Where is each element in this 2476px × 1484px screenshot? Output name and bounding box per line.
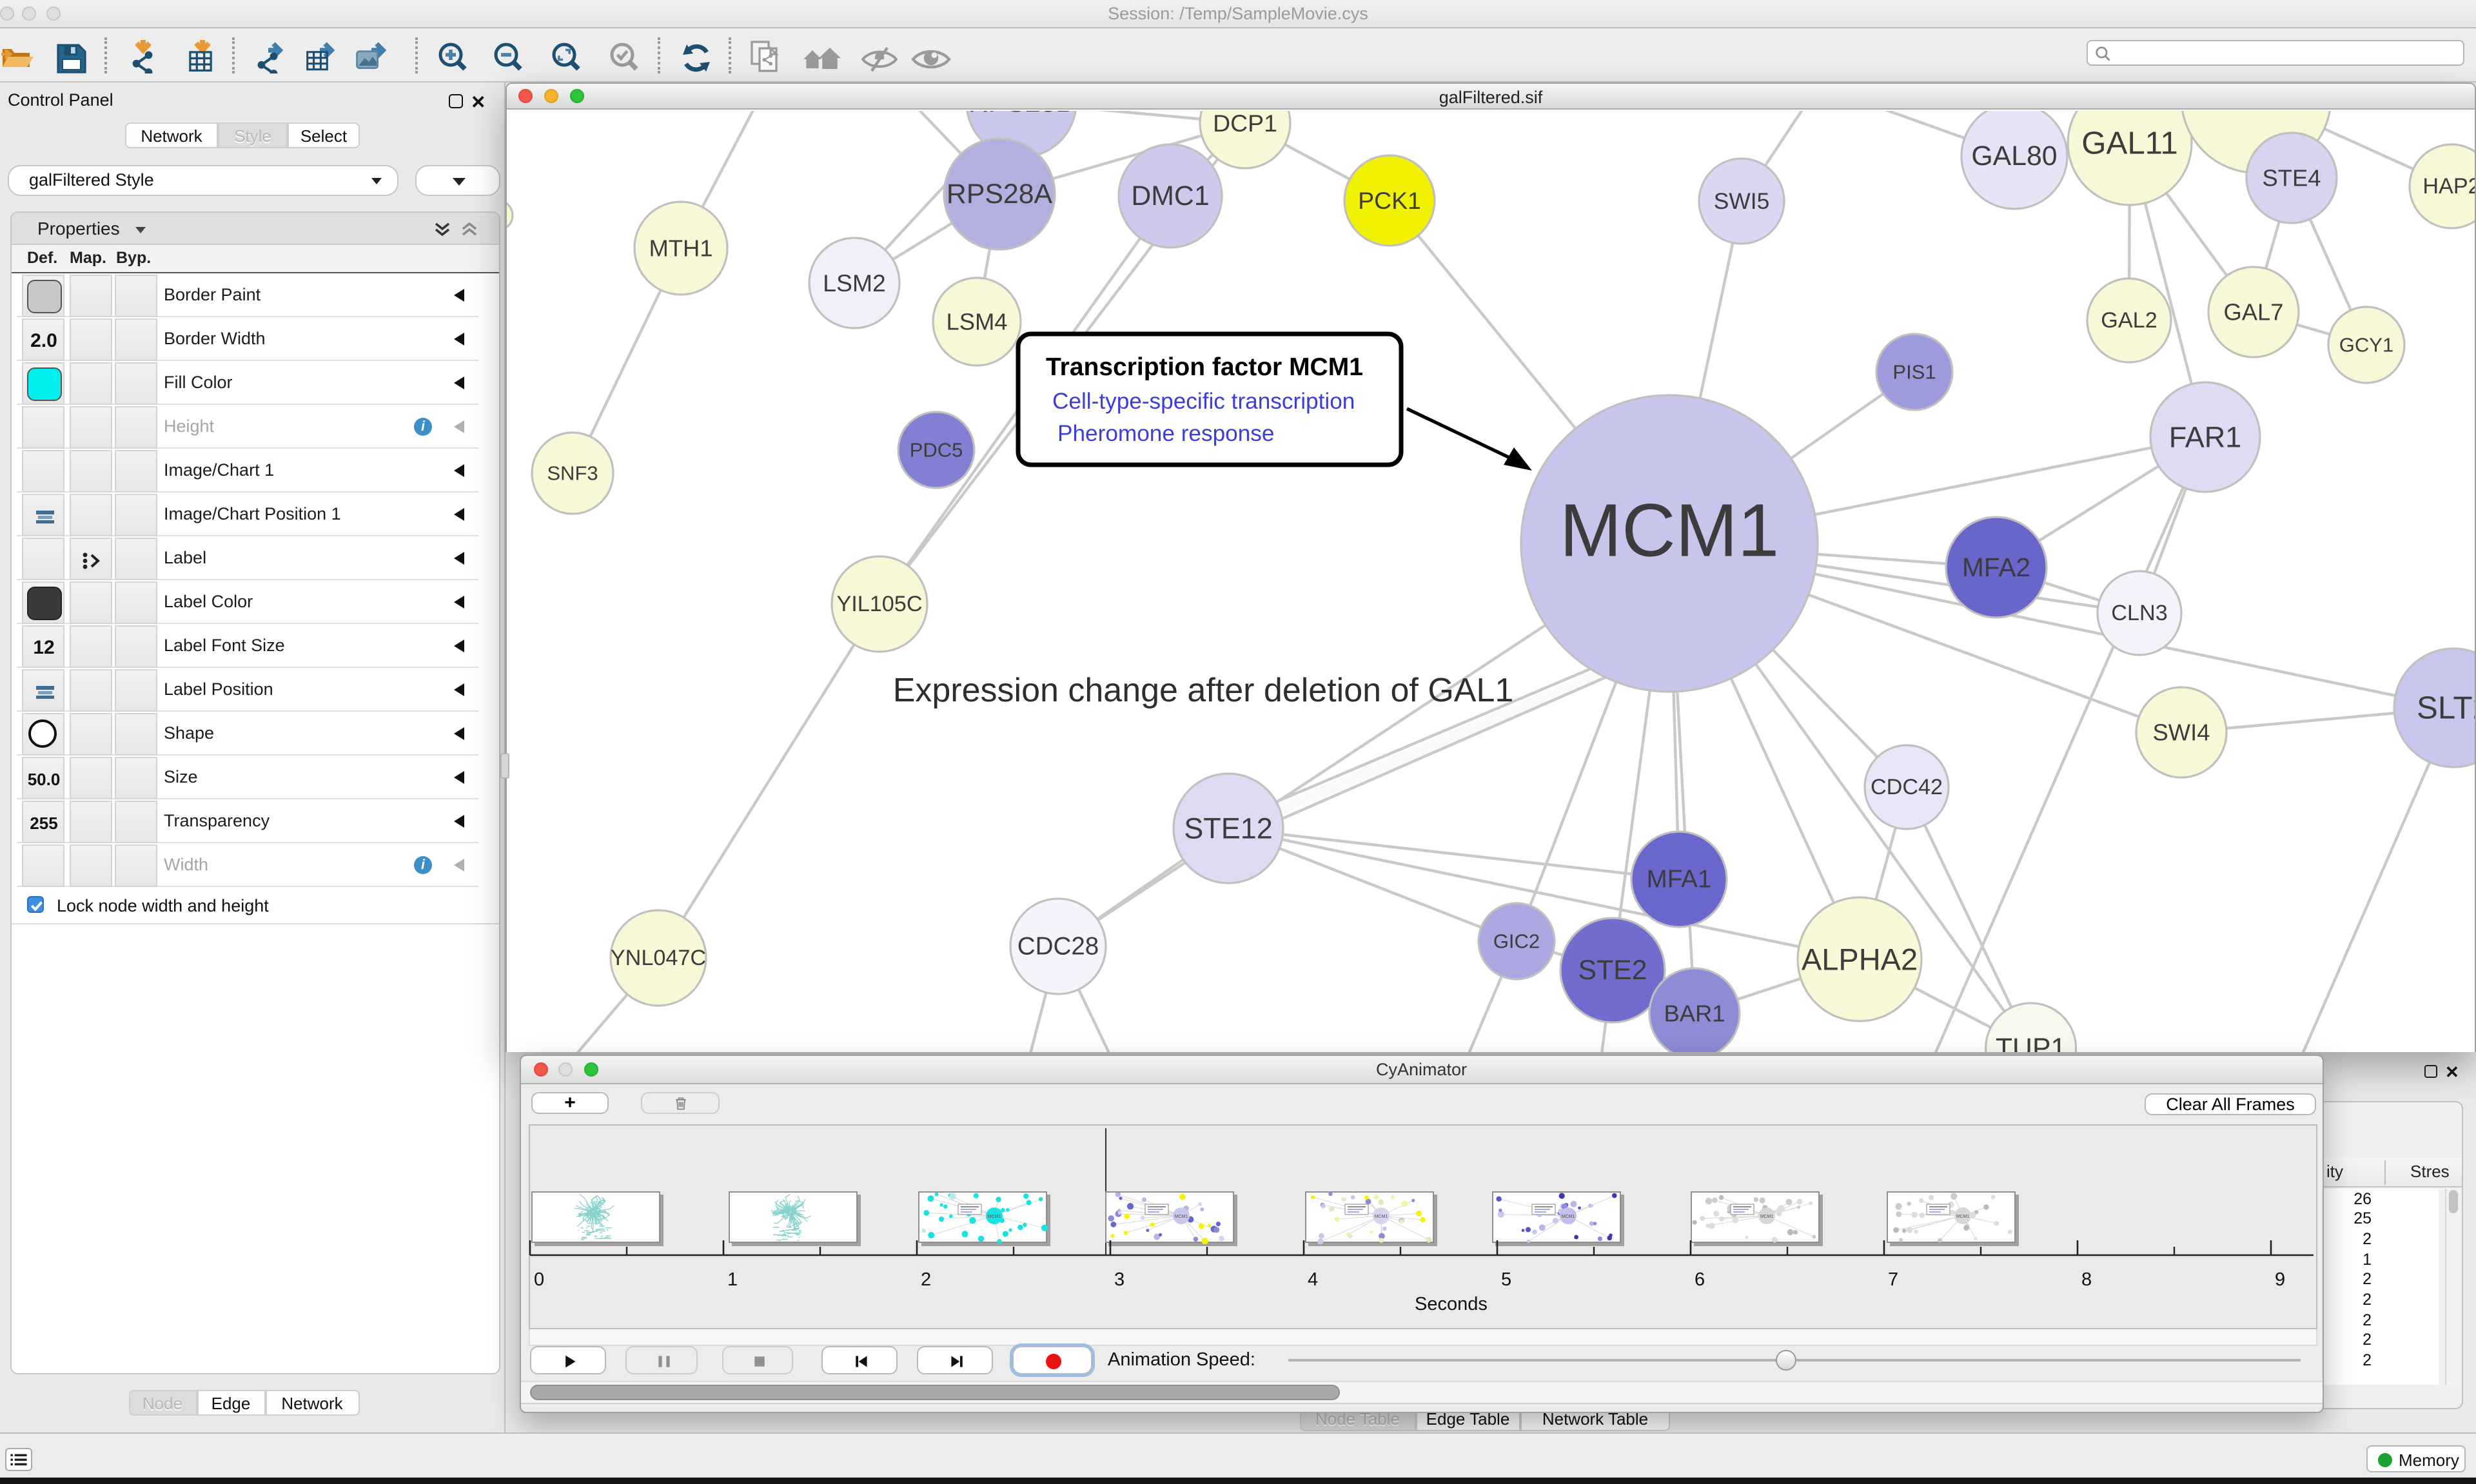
svg-text:CDC42: CDC42 [1871,775,1943,799]
svg-text:ALPHA2: ALPHA2 [1802,942,1918,977]
svg-text:FAR1: FAR1 [2169,421,2242,454]
svg-text:SLT2: SLT2 [2417,690,2475,726]
svg-text:DMC1: DMC1 [1131,181,1209,211]
svg-text:CLN3: CLN3 [2111,601,2167,625]
svg-text:GIC2: GIC2 [1493,930,1540,953]
svg-text:Expression change after deleti: Expression change after deletion of GAL1 [893,672,1514,709]
svg-text:SWI5: SWI5 [1714,188,1770,214]
svg-text:STE12: STE12 [1184,812,1273,845]
svg-text:Cell-type-specific transcripti: Cell-type-specific transcription [1052,389,1355,414]
svg-text:Transcription factor MCM1: Transcription factor MCM1 [1046,353,1363,381]
svg-text:RPS28A: RPS28A [947,179,1053,210]
svg-text:MFA2: MFA2 [1962,552,2030,582]
svg-text:YNL047C: YNL047C [611,946,706,970]
svg-text:SNF3: SNF3 [547,462,598,485]
svg-text:TUP1: TUP1 [1996,1033,2066,1052]
svg-text:DCP1: DCP1 [1213,111,1277,137]
svg-text:GCY1: GCY1 [2339,334,2393,356]
svg-text:MCM1: MCM1 [1560,489,1779,572]
svg-text:STE2: STE2 [1578,955,1647,986]
svg-text:YIL105C: YIL105C [836,592,922,616]
svg-text:HAP2: HAP2 [2422,174,2475,199]
svg-text:GAL7: GAL7 [2223,299,2283,326]
svg-text:GAL11: GAL11 [2081,126,2177,161]
svg-text:MFA1: MFA1 [1647,866,1712,893]
svg-text:RPS28B: RPS28B [968,111,1074,118]
svg-text:CDC28: CDC28 [1017,933,1099,961]
svg-text:GAL2: GAL2 [2101,308,2157,333]
svg-text:PCK1: PCK1 [1358,187,1421,214]
svg-text:GAL80: GAL80 [1971,141,2057,171]
svg-text:STE4: STE4 [2262,165,2321,191]
svg-text:Pheromone response: Pheromone response [1057,421,1274,446]
svg-text:PIS1: PIS1 [1892,361,1936,384]
svg-text:BAR1: BAR1 [1664,1001,1725,1027]
svg-text:LSM2: LSM2 [823,269,886,297]
svg-text:PDC5: PDC5 [910,439,963,462]
svg-text:SWI4: SWI4 [2153,719,2210,746]
svg-text:MTH1: MTH1 [649,235,712,262]
svg-text:LSM4: LSM4 [946,309,1007,335]
